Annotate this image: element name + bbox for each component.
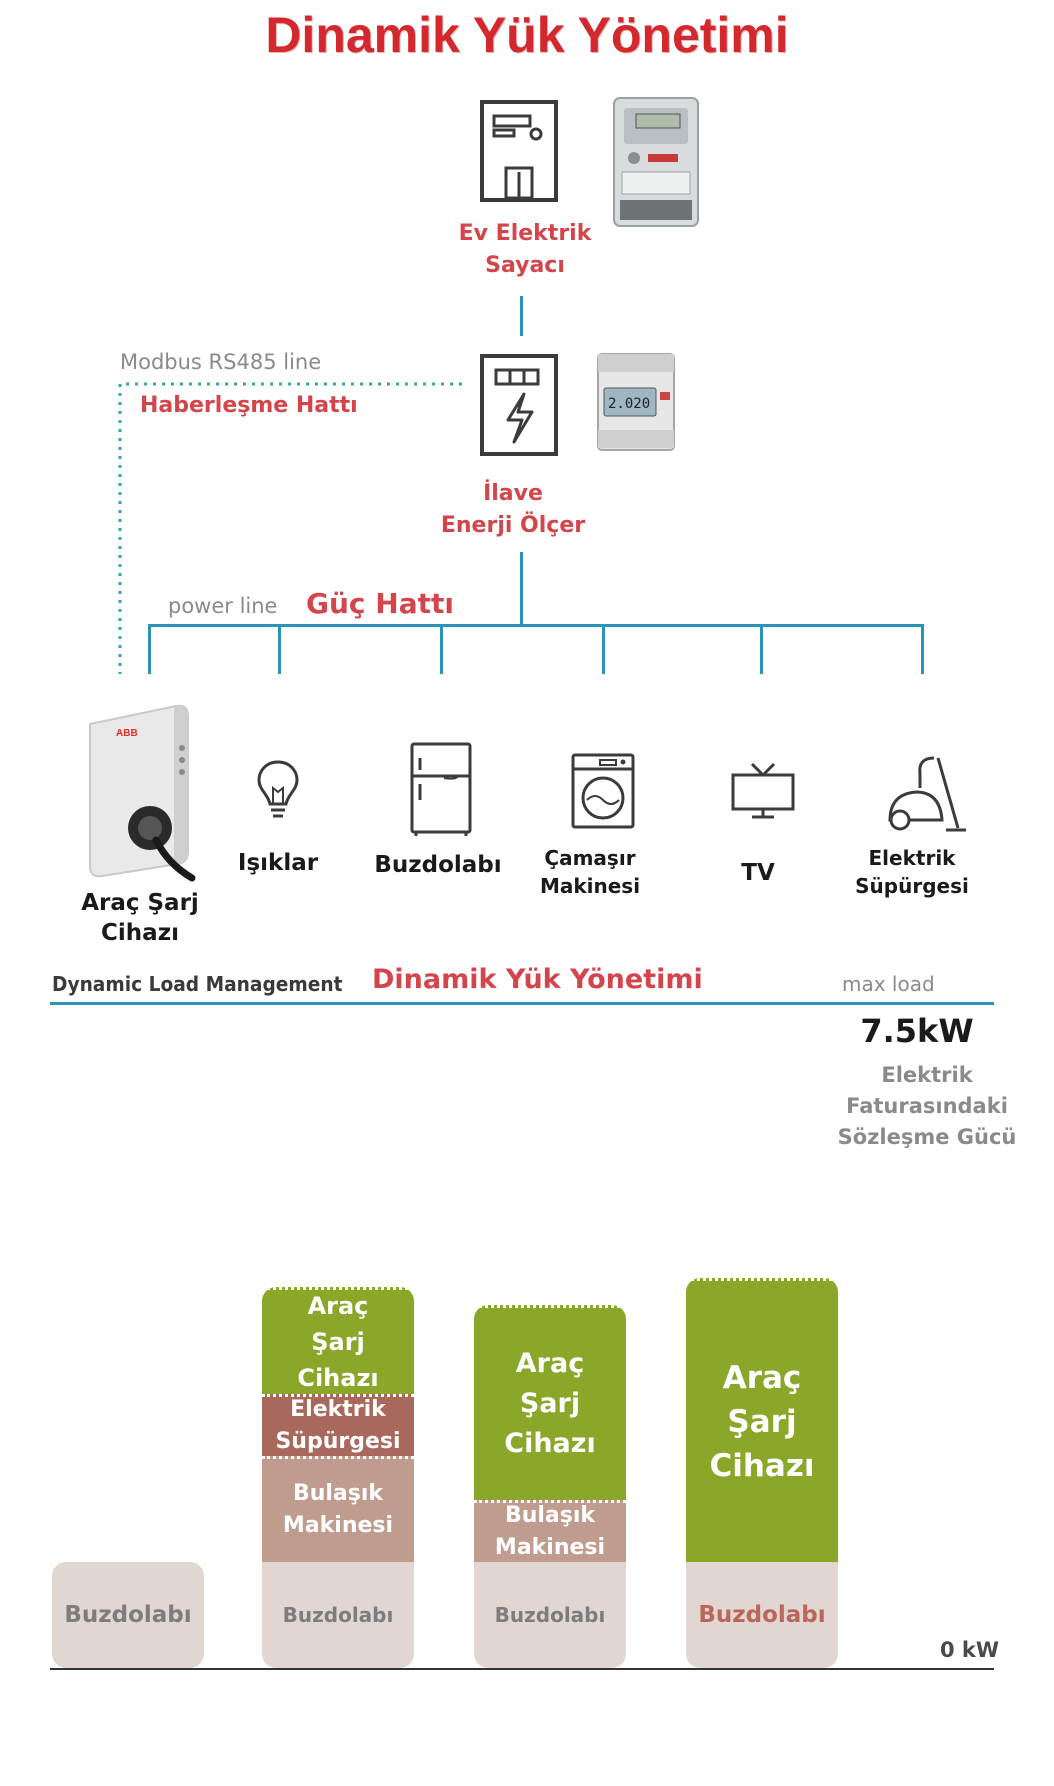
dlm-en-label: Dynamic Load Management [52,972,343,996]
bar-segment-label: Araç Şarj Cihazı [504,1347,596,1459]
power-drop-3 [440,624,443,674]
device-label-vacuum: Elektrik Süpürgesi [855,846,969,898]
bar-segment: Araç Şarj Cihazı [474,1305,626,1500]
zero-baseline [50,1668,994,1670]
power-drop-2 [278,624,281,674]
house-meter-photo-icon [613,97,699,227]
power-drop-6 [921,624,924,674]
bar-segment: Buzdolabı [686,1561,838,1668]
ev-charger-icon: ABB [89,704,196,882]
device-label-fridge: Buzdolabı [374,852,502,878]
max-load-label: max load [842,972,935,996]
bar-segment: Buzdolabı [474,1561,626,1668]
load-bar-2: Buzdolabı Bulaşık Makinesi Elektrik Süpürg… [262,1287,414,1668]
energy-meter-lcd: 2.020 [608,396,650,412]
meter-link-line [520,296,523,336]
bar-segment-label: Elektrik Süpürgesi [275,1397,401,1455]
bar-segment-label: Buzdolabı [64,1601,192,1628]
power-drop-1 [148,624,151,674]
bar-segment: Elektrik Süpürgesi [262,1393,414,1456]
bar-segment: Buzdolabı [52,1561,204,1668]
bar-segment-label: Bulaşık Makinesi [494,1503,606,1561]
contract-power-value: 7.5kW [860,1012,974,1050]
energy-meter-icon [480,354,558,456]
bar-segment: Bulaşık Makinesi [262,1455,414,1562]
tv-icon [731,762,795,819]
bar-segment: Bulaşık Makinesi [474,1499,626,1562]
load-bar-1: Buzdolabı [52,1561,204,1668]
modbus-dotted-line [118,382,462,674]
bar-segment: Buzdolabı [262,1561,414,1668]
zero-kw-label: 0 kW [940,1638,1000,1662]
power-link-line [520,552,523,626]
dlm-tr-label: Dinamik Yük Yönetimi [372,964,703,995]
fridge-icon [410,742,472,836]
bar-segment-label: Buzdolabı [494,1602,606,1627]
power-line-label: power line [168,594,278,618]
meter-icon [480,100,558,202]
power-drop-5 [760,624,763,674]
bar-segment: Araç Şarj Cihazı [262,1287,414,1394]
modbus-line-label: Modbus RS485 line [120,350,322,374]
charger-brand-text: ABB [116,728,138,739]
bar-segment-label: Bulaşık Makinesi [282,1481,394,1539]
load-bar-3: Buzdolabı Bulaşık Makinesi Araç Şarj Cihaz… [474,1305,626,1668]
contract-power-label: Elektrik Faturasındaki Sözleşme Gücü [837,1063,1017,1149]
load-bar-4: Buzdolabı Araç Şarj Cihazı [686,1278,838,1668]
device-label-charger: Araç Şarj Cihazı [81,890,199,946]
light-bulb-icon [257,760,299,818]
house-meter-label: Ev Elektrik Sayacı [458,221,592,278]
page-title: Dinamik Yük Yönetimi [265,7,789,63]
power-drop-4 [602,624,605,674]
device-label-tv: TV [741,860,775,886]
bar-segment: Araç Şarj Cihazı [686,1278,838,1562]
power-bus-line [148,624,924,627]
power-line-tr-label: Güç Hattı [306,587,454,620]
bar-segment-label: Araç Şarj Cihazı [297,1291,379,1392]
vacuum-cleaner-icon [888,756,966,832]
bar-segment-label: Araç Şarj Cihazı [709,1359,815,1484]
max-load-line [50,1002,994,1005]
device-label-lights: Işıklar [237,850,319,876]
energy-meter-label: İlave Enerji Ölçer [440,481,586,538]
bar-segment-label: Buzdolabı [282,1602,394,1627]
washing-machine-icon [571,753,635,829]
bar-segment-label: Buzdolabı [698,1601,826,1628]
communication-line-label: Haberleşme Hattı [140,393,358,418]
energy-meter-photo-icon: 2.020 [597,353,675,451]
device-label-washer: Çamaşır Makinesi [539,846,641,898]
